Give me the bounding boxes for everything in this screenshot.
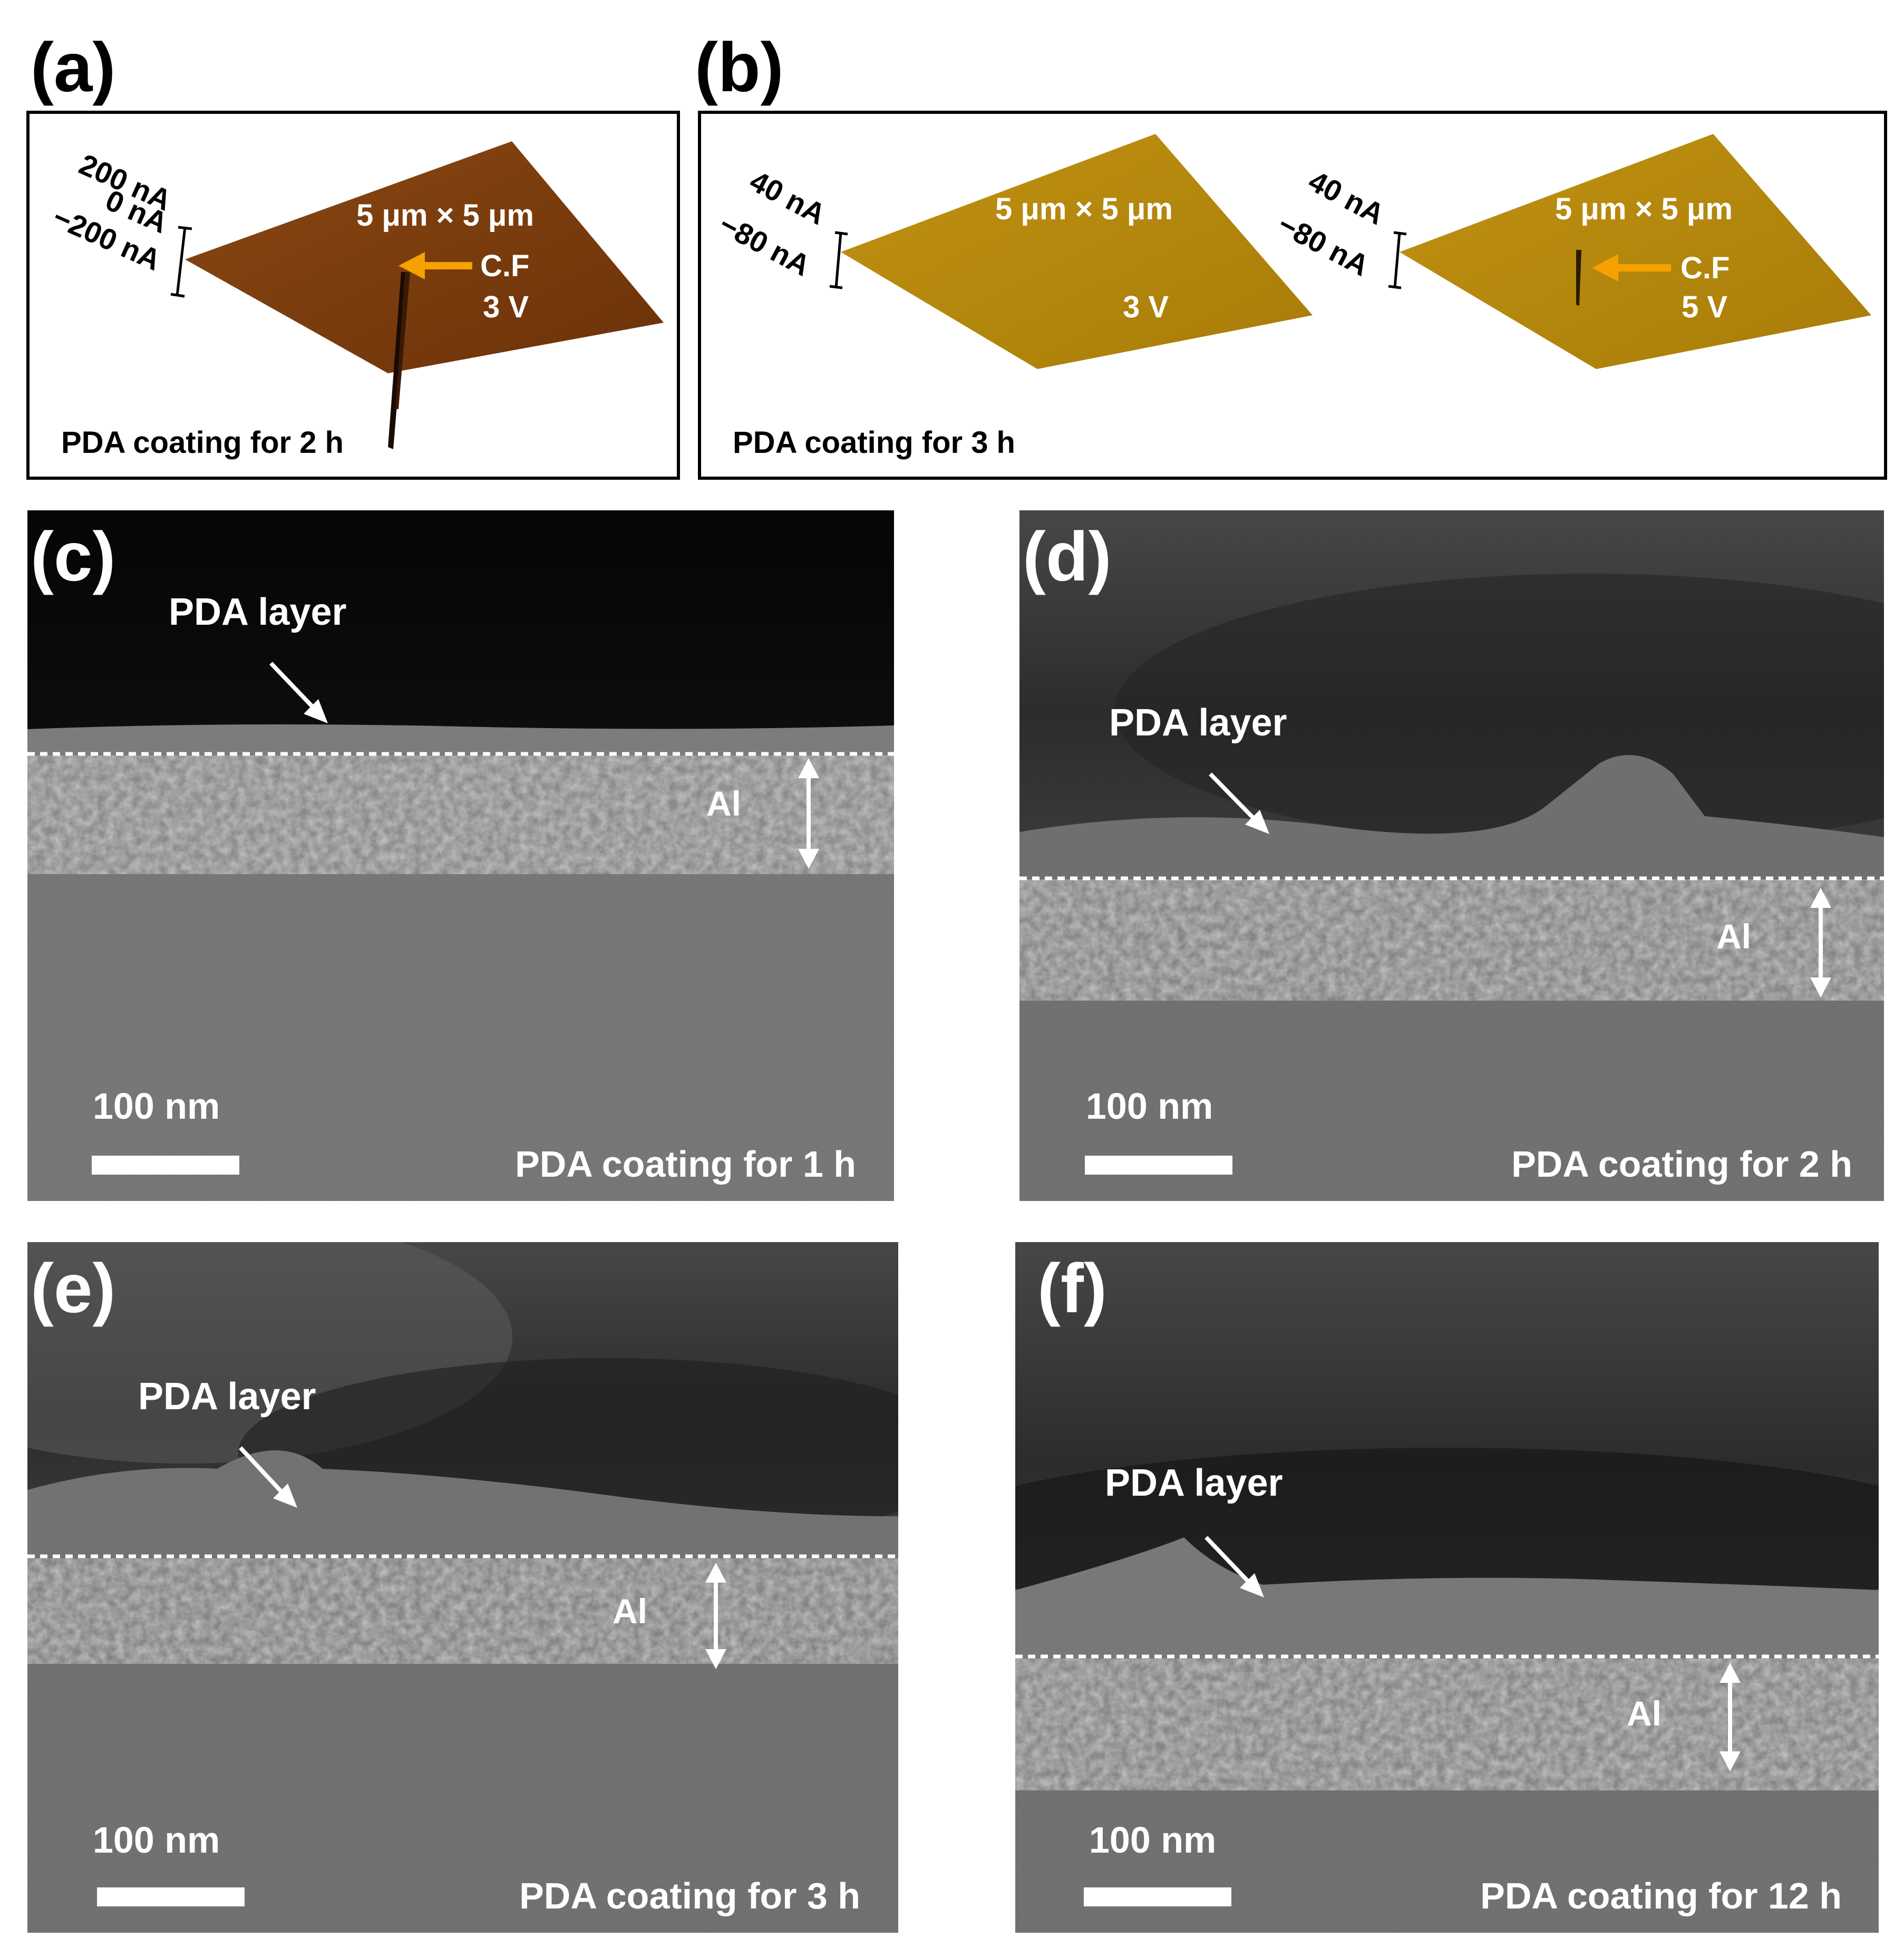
panel-f-letter: (f) <box>1037 1249 1107 1327</box>
panel-f-pda-arrow <box>1204 1536 1264 1597</box>
panel-b-right-cf-arrowhead <box>1592 254 1618 282</box>
panel-b-right-voltage-label: 5 V <box>1682 290 1727 324</box>
panel-b-caption: PDA coating for 3 h <box>733 425 1015 460</box>
panel-a-zscale-bar <box>170 226 192 298</box>
panel-f-sem-image: (f) PDA layer Al 100 nm PDA coating for … <box>1015 1242 1879 1933</box>
panel-d-caption: PDA coating for 2 h <box>1511 1144 1852 1185</box>
panel-c-sem-image: (c) PDA layer Al 100 nm PDA coating for … <box>27 510 894 1201</box>
panel-f-pda-label: PDA layer <box>1105 1462 1283 1504</box>
panel-b-left-zscale-bar <box>829 231 848 289</box>
panel-d-pda-label: PDA layer <box>1109 702 1287 744</box>
panel-f-al-label: Al <box>1627 1694 1662 1733</box>
panel-e-pda-arrow <box>239 1446 297 1508</box>
panel-e-pda-label: PDA layer <box>138 1375 316 1418</box>
panel-c-pda-arrow <box>269 662 328 723</box>
panel-a-frame: 200 nA 0 nA −200 nA 5 μm × 5 μm C.F 3 V … <box>26 111 680 480</box>
panel-b-right-cf-label: C.F <box>1680 251 1730 285</box>
panel-d-al-arrow <box>1810 888 1831 997</box>
panel-b-left-area-label: 5 μm × 5 μm <box>995 192 1173 226</box>
panel-b-right-surface <box>1400 134 1871 369</box>
panel-d-al-label: Al <box>1716 917 1751 956</box>
panel-a-letter: (a) <box>31 28 116 106</box>
panel-a-caption: PDA coating for 2 h <box>61 425 344 460</box>
panel-e-caption: PDA coating for 3 h <box>519 1875 860 1916</box>
panel-b-right-scale-top: 40 nA <box>1303 164 1390 231</box>
panel-d-scale-label: 100 nm <box>1086 1086 1213 1127</box>
panel-b-left-scale-top: 40 nA <box>744 164 831 231</box>
panel-b-frame: 40 nA −80 nA 5 μm × 5 μm 3 V 40 nA −80 n… <box>698 111 1887 480</box>
panel-f-scale-label: 100 nm <box>1089 1819 1217 1861</box>
panel-c-scale-label: 100 nm <box>93 1086 220 1127</box>
panel-f-al-arrow <box>1720 1663 1741 1771</box>
panel-e-scale-label: 100 nm <box>93 1819 220 1861</box>
panel-e-letter: (e) <box>31 1249 116 1327</box>
panel-b-right-spike <box>1576 250 1581 306</box>
panel-e-al-label: Al <box>613 1592 647 1631</box>
panel-c-letter: (c) <box>31 518 116 595</box>
panel-f-scale-bar <box>1084 1887 1231 1906</box>
panel-d-scale-bar <box>1085 1156 1232 1175</box>
panel-c-al-arrow <box>798 758 819 869</box>
panel-a-area-label: 5 μm × 5 μm <box>356 198 534 232</box>
panel-a-afm-map: 200 nA 0 nA −200 nA 5 μm × 5 μm C.F 3 V <box>48 141 664 449</box>
panel-b-left-voltage-label: 3 V <box>1123 290 1169 324</box>
panel-b-afm-maps: 40 nA −80 nA 5 μm × 5 μm 3 V 40 nA −80 n… <box>714 134 1871 369</box>
panel-e-scale-bar <box>97 1887 245 1906</box>
panel-f-caption: PDA coating for 12 h <box>1480 1875 1842 1916</box>
panel-b-left-surface <box>841 134 1313 369</box>
panel-b-letter: (b) <box>695 28 784 106</box>
panel-a-voltage-label: 3 V <box>483 290 529 324</box>
panel-a-cf-arrowhead <box>399 252 425 279</box>
panel-c-al-label: Al <box>706 784 741 823</box>
panel-d-letter: (d) <box>1023 518 1112 595</box>
panel-c-scale-bar <box>92 1156 239 1175</box>
panel-b-right-area-label: 5 μm × 5 μm <box>1555 192 1733 226</box>
panel-e-al-arrow <box>705 1563 726 1669</box>
panel-c-pda-label: PDA layer <box>169 591 347 633</box>
panel-d-sem-image: (d) PDA layer Al 100 nm PDA coating for … <box>1019 510 1884 1201</box>
panel-d-pda-arrow <box>1209 772 1269 834</box>
panel-a-cf-label: C.F <box>480 249 529 283</box>
panel-e-sem-image: (e) PDA layer Al 100 nm PDA coating for … <box>27 1242 898 1933</box>
panel-c-caption: PDA coating for 1 h <box>515 1144 856 1185</box>
panel-b-right-zscale-bar <box>1388 231 1407 289</box>
